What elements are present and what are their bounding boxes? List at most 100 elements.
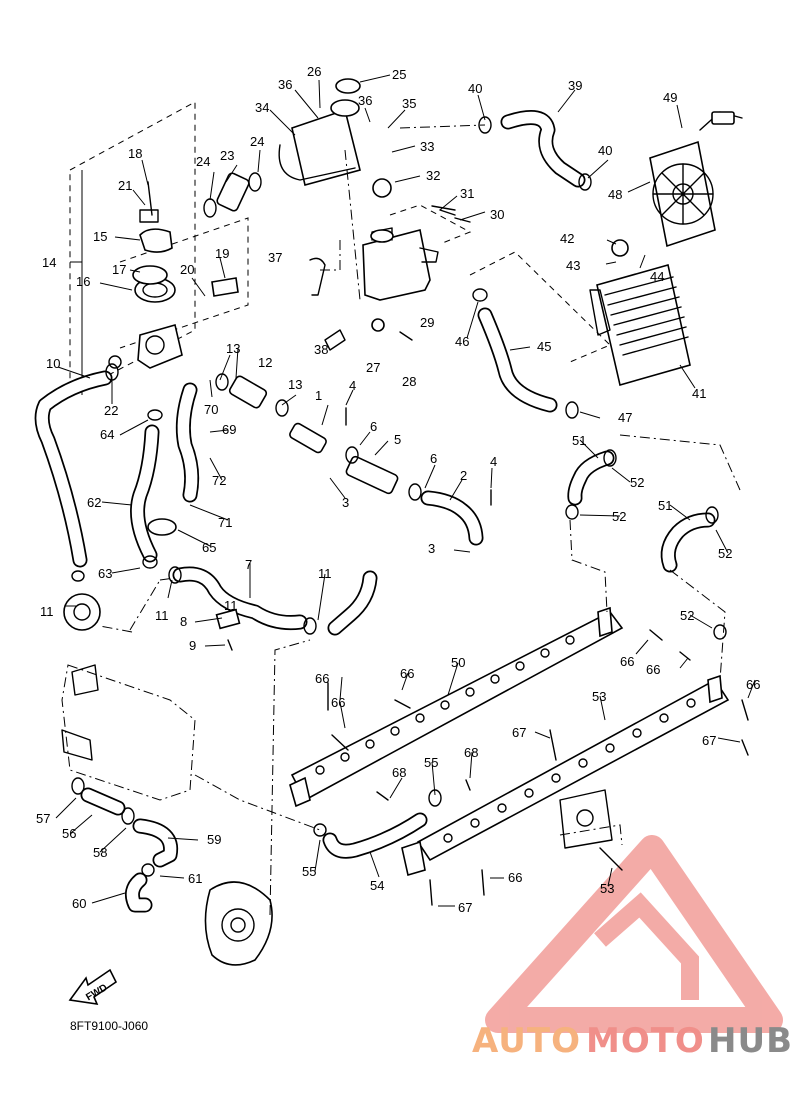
callout-number: 15	[93, 229, 107, 244]
hoses	[34, 110, 716, 913]
callout-number: 60	[72, 896, 86, 911]
callout-number: 52	[630, 475, 644, 490]
callout-number: 67	[512, 725, 526, 740]
callout-number: 65	[202, 540, 216, 555]
callout-number: 68	[464, 745, 478, 760]
callout-number: 18	[128, 146, 142, 161]
hose-clamps	[71, 116, 727, 877]
thermostat-assembly-box	[69, 101, 196, 396]
callout-number: 53	[592, 689, 606, 704]
callout-number: 17	[112, 262, 126, 277]
callout-number: 14	[42, 255, 56, 270]
callout-number: 38	[314, 342, 328, 357]
callout-number: 64	[100, 427, 114, 442]
callout-number: 28	[402, 374, 416, 389]
automotohub-watermark-logo	[485, 835, 783, 1033]
callout-number: 24	[196, 154, 210, 169]
watermark-word-auto: AUTO	[472, 1021, 581, 1061]
callout-number: 67	[702, 733, 716, 748]
callout-number: 45	[537, 339, 551, 354]
callout-number: 7	[245, 557, 252, 572]
callout-number: 31	[460, 186, 474, 201]
callout-number: 41	[692, 386, 706, 401]
callout-number: 52	[718, 546, 732, 561]
callout-number: 66	[746, 677, 760, 692]
callout-number: 8	[180, 614, 187, 629]
pipes	[216, 172, 399, 495]
callout-number: 40	[598, 143, 612, 158]
callout-number: 34	[255, 100, 269, 115]
callout-number: 55	[302, 864, 316, 879]
callout-number: 62	[87, 495, 101, 510]
callout-number: 1	[315, 388, 322, 403]
callout-number: 66	[315, 671, 329, 686]
callout-number: 22	[104, 403, 118, 418]
callout-number: 46	[455, 334, 469, 349]
callout-number: 29	[420, 315, 434, 330]
callout-number: 48	[608, 187, 622, 202]
callout-number: 23	[220, 148, 234, 163]
callout-number: 21	[118, 178, 132, 193]
callout-number: 66	[646, 662, 660, 677]
callout-number: 30	[490, 207, 504, 222]
callout-number: 71	[218, 515, 232, 530]
callout-number: 11	[40, 604, 54, 619]
callout-number: 69	[222, 422, 236, 437]
forward-direction-arrow: FWD	[68, 968, 118, 1006]
callout-number: 16	[76, 274, 90, 289]
callout-number: 52	[680, 608, 694, 623]
callout-number: 36	[278, 77, 292, 92]
callout-number: 56	[62, 826, 76, 841]
watermark-word-moto: MOTO	[586, 1021, 705, 1061]
callout-number: 3	[428, 541, 435, 556]
bolts	[227, 209, 749, 906]
callout-number: 26	[307, 64, 321, 79]
callout-number: 43	[566, 258, 580, 273]
callout-number: 12	[258, 355, 272, 370]
callout-number: 50	[451, 655, 465, 670]
callout-number: 67	[458, 900, 472, 915]
callout-number: 54	[370, 878, 384, 893]
callout-number: 66	[400, 666, 414, 681]
callout-number: 40	[468, 81, 482, 96]
callout-number: 13	[226, 341, 240, 356]
callout-number: 19	[215, 246, 229, 261]
callout-number: 5	[394, 432, 401, 447]
thermostat-housing	[132, 181, 239, 369]
leader-lines	[55, 74, 756, 916]
callout-number: 72	[212, 473, 226, 488]
callout-number: 44	[650, 269, 664, 284]
callout-number: 32	[426, 168, 440, 183]
callout-number: 47	[618, 410, 632, 425]
watermark-word-hub: HUB	[708, 1021, 793, 1061]
callout-number: 66	[508, 870, 522, 885]
callout-number: 2	[460, 468, 467, 483]
callout-number: 10	[46, 356, 60, 371]
callout-number: 20	[180, 262, 194, 277]
callout-number: 11	[155, 608, 169, 623]
callout-number: 70	[204, 402, 218, 417]
callout-number: 66	[331, 695, 345, 710]
callout-number: 61	[188, 871, 202, 886]
callout-number: 9	[189, 638, 196, 653]
callout-number: 36	[358, 93, 372, 108]
callout-number: 24	[250, 134, 264, 149]
callout-number: 42	[560, 231, 574, 246]
callout-number: 51	[572, 433, 586, 448]
callout-number: 25	[392, 67, 406, 82]
coolant-rail-pipes	[289, 434, 741, 877]
callout-number: 11	[224, 598, 238, 613]
callout-number: 63	[98, 566, 112, 581]
reservoir-upper-bracket	[278, 78, 361, 186]
callout-number: 53	[600, 881, 614, 896]
thermostat-subassembly-box	[119, 217, 249, 349]
small-parts	[147, 178, 629, 630]
callout-number: 55	[424, 755, 438, 770]
callout-number: 68	[392, 765, 406, 780]
diagram-code: 8FT9100-J060	[70, 1019, 148, 1033]
callout-number: 6	[370, 419, 377, 434]
part-callout-numbers: 1 2 3 3 4 4 5 6 6 7 8 9 10 11 11 11 11 1…	[36, 64, 760, 915]
callout-number: 66	[620, 654, 634, 669]
callout-number: 13	[288, 377, 302, 392]
